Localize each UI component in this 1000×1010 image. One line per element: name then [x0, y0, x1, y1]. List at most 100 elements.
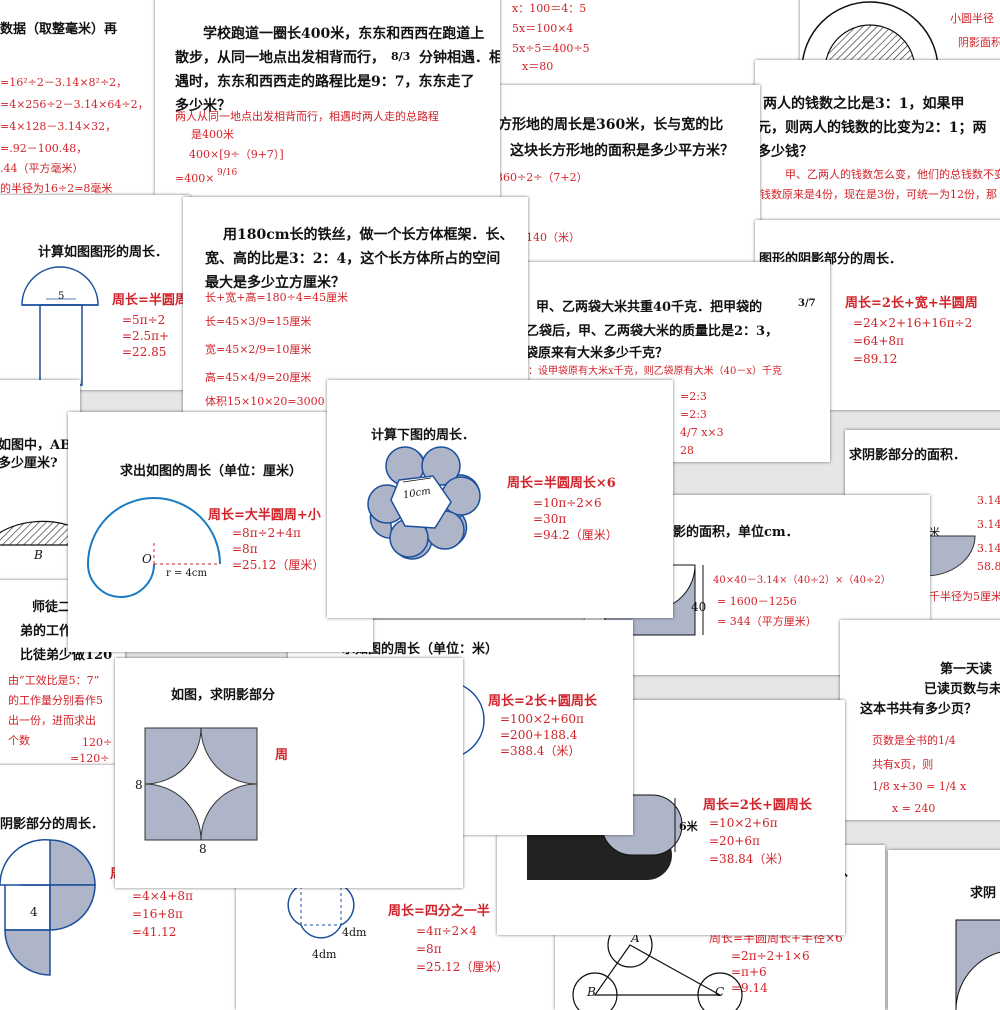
equation-line: 5x÷5＝400÷5 [512, 42, 590, 55]
solution-line: =16²÷2－3.14×8²÷2， [0, 76, 128, 89]
answer-line: 周长=大半圆周+小 [208, 508, 321, 523]
answer-line: 两人从同一地点出发相背而行，相遇时两人走的总路程 [175, 110, 439, 123]
answer-line: =64+8π [853, 334, 904, 348]
answer-line: 个数 [8, 734, 30, 747]
vertex-label: B [587, 985, 596, 999]
value-line: 58.8 [977, 560, 1000, 573]
answer-line: 出一份，进而求出 [8, 714, 96, 727]
answer-line: 周长=2长+圆周长 [703, 798, 812, 813]
answer-line: =400× [175, 172, 215, 185]
answer-line: 宽=45×2/9=10厘米 [205, 343, 312, 356]
question-line: 散步，从同一地点出发相背而行， [175, 50, 385, 66]
answer-line: =10π÷2×6 [533, 496, 602, 510]
vertex-label: C [715, 985, 725, 999]
answer-line: =8π [416, 942, 442, 956]
dimension-label: 4dm [312, 948, 337, 961]
card-title: 数据（取整毫米）再 [0, 22, 118, 37]
question-line: 最大是多少立方厘米？ [205, 275, 345, 291]
answer-line: 长+宽+高=180÷4=45厘米 [205, 291, 349, 304]
point-label: B [34, 548, 43, 562]
vertex-label: A [631, 931, 640, 945]
question-line: 甲、乙两袋大米共重40千克．把甲袋的 [536, 300, 763, 315]
card-equation: x：100＝4：5 5x＝100×4 5x÷5＝400÷5 x＝80 [500, 0, 800, 85]
equation-line: 5x＝100×4 [512, 22, 574, 35]
question-line: 元，则两人的钱数的比变为2：1；两 [757, 120, 987, 136]
card-title: 求如图的周长（单位：米） [342, 642, 499, 657]
answer-line: 是400米 [191, 128, 234, 141]
answer-line: =10×2+6π [709, 816, 778, 830]
answer-line: 解：设甲袋原有大米x千克，则乙袋原有大米（40－x）千克 [518, 366, 783, 377]
question-line: 多少米？ [175, 98, 231, 114]
question-line: 长方形地的周长是360米，长与宽的比 [484, 117, 724, 133]
answer-line: =4×4+8π [132, 889, 193, 903]
question-line: 倒入乙袋后，甲、乙两袋大米的质量比是2：3， [500, 324, 779, 339]
answer-line: =16+8π [132, 907, 183, 921]
answer-line: =5π÷2 [122, 313, 166, 327]
answer-line: =38.84（米） [709, 852, 790, 866]
answer-line: 4/7 x×3 [680, 426, 724, 439]
answer-line: =2.5π+ [122, 329, 170, 343]
answer-line: =24×2+16+16π÷2 [853, 316, 973, 330]
question-line: 分钟相遇．相 [419, 50, 500, 66]
answer-line: 1/8 x+30 = 1/4 x [872, 780, 967, 793]
card-fan-shape: 如图中，AB 多少厘米? B [0, 380, 80, 580]
answer-line: 周 [275, 748, 289, 763]
answer-line: 360÷2÷（7+2） [496, 171, 588, 184]
solution-line: =4×256÷2－3.14×64÷2， [0, 98, 149, 111]
answer-line: 120÷ [82, 736, 113, 749]
answer-line: =2π÷2+1×6 [731, 949, 810, 963]
note-line: 小圆半径 [950, 12, 994, 25]
solution-line: .44（平方毫米） [0, 162, 84, 175]
card-circle-shade: 小圆半径 阴影面积 [800, 0, 1000, 65]
question-line: 学校跑道一圈长400米，东东和西西在跑道上 [203, 26, 485, 42]
answer-line: =100×2+60π [500, 712, 584, 726]
card-money-ratio: 两人的钱数之比是3：1，如果甲 元，则两人的钱数的比变为2：1；两 多少钱？ 甲… [755, 60, 1000, 220]
fraction: 8/3 [391, 50, 411, 63]
note-line: 千半径为5厘米 [929, 590, 1000, 603]
answer-line: =22.85 [122, 345, 167, 359]
equation-line: x：100＝4：5 [512, 2, 587, 15]
point-label: O [142, 552, 152, 566]
answer-line: 页数是全书的1/4 [872, 734, 956, 747]
question-line: 多少钱？ [757, 144, 813, 160]
answer-line: 周长=半圆周长×6 [507, 476, 616, 491]
note-line: 阴影面积 [958, 36, 1000, 49]
card-workers: 师徒二 弟的工作 比徒弟少做120 由“工效比是5：7” 的工作量分别看作5 出… [0, 580, 125, 765]
answer-line: =25.12（厘米） [232, 558, 325, 572]
fraction: 3/7 [798, 298, 816, 309]
question-line: 遇时，东东和西西走的路程比是9：7，东东走了 [175, 74, 475, 90]
answer-line: =120÷ [70, 752, 110, 765]
square-shade-diagram [144, 727, 258, 841]
answer-line: =8π÷2+4π [232, 526, 301, 540]
spiral-diagram [86, 497, 221, 598]
value-line: 3.14 [977, 494, 1000, 507]
pinwheel-diagram [0, 838, 96, 976]
answer-line: =2:3 [680, 408, 707, 421]
answer-line: 40×40－3.14×（40÷2）×（40÷2） [713, 575, 891, 586]
card-spiral: 求出如图的周长（单位：厘米） O r = 4cm 周长=大半圆周+小 =8π÷2… [68, 412, 373, 652]
card-title: 影的面积，单位cm． [673, 525, 799, 540]
unit-label: 米 [929, 526, 940, 539]
answer-line: =388.4（米） [500, 744, 581, 758]
corner-diagram [955, 919, 1000, 1010]
question-line: 这块长方形地的面积是多少平方米？ [510, 143, 734, 159]
question-line: 多少厘米? [0, 456, 58, 471]
question-line: 师徒二 [32, 600, 72, 615]
answer-line: 钱数原来是4份，现在是3份，可统一为12份，那 [760, 188, 997, 201]
answer-line: =89.12 [853, 352, 898, 366]
answer-line: 由“工效比是5：7” [8, 674, 100, 687]
card-hexagon: 计算下图的周长． 10cm 周长=半圆周长×6 =10π÷2×6 =30π =9… [327, 380, 673, 618]
answer-line: 400×[9÷（9+7）] [189, 148, 284, 161]
answer-line: 28 [680, 444, 694, 457]
card-title: 求阴 [970, 886, 997, 901]
answer-line: 共有x页，则 [872, 758, 934, 771]
answer-line: = 1600－1256 [717, 595, 797, 608]
dimension-label: 4 [30, 905, 38, 919]
answer-line: =π+6 [731, 965, 767, 979]
card-corner: 求阴 [888, 850, 1000, 1010]
question-line: 弟的工作 [20, 624, 73, 639]
question-line: 甲袋原来有大米多少千克？ [512, 346, 669, 361]
card-area-calc: 数据（取整毫米）再 =16²÷2－3.14×8²÷2， =4×256÷2－3.1… [0, 0, 165, 195]
question-line: 用180cm长的铁丝，做一个长方体框架．长、 [223, 227, 514, 243]
answer-line: 周长=半圆周 [112, 293, 188, 308]
